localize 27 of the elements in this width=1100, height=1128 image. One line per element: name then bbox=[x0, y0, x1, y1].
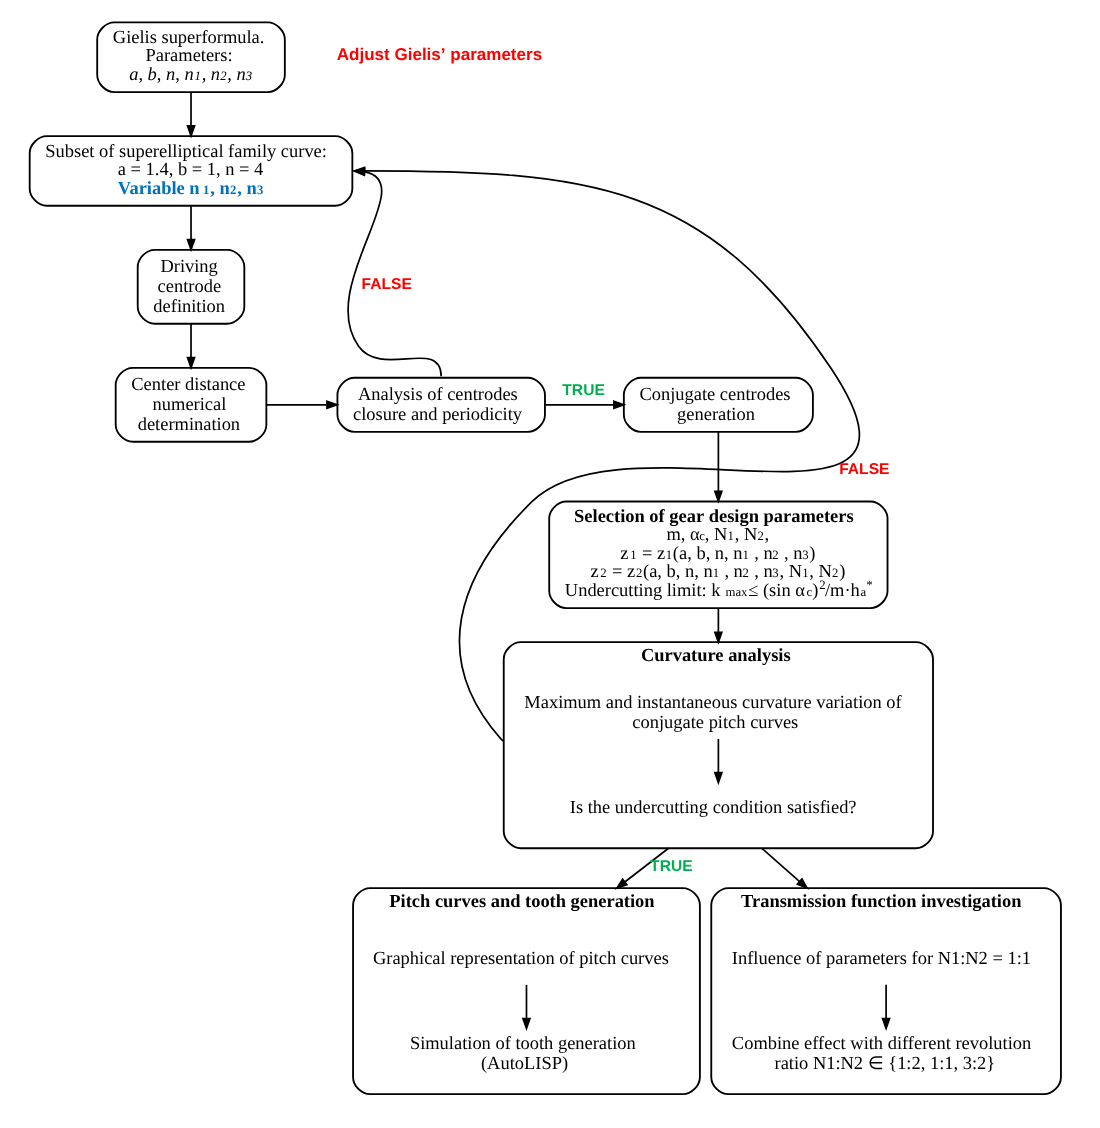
arrow bbox=[712, 607, 723, 645]
arrow bbox=[760, 847, 809, 890]
arrow bbox=[543, 400, 626, 410]
node-text: Simulation of tooth generation (AutoLISP) bbox=[408, 1033, 635, 1074]
node-text: Combine effect with different revolution ratio N1:N2 ∈ {1:2, 1:1, 3:2} bbox=[730, 1033, 1031, 1074]
arrow bbox=[880, 984, 890, 1032]
arrow bbox=[185, 323, 195, 371]
node-text: Is the undercutting condition satisfied? bbox=[568, 797, 856, 818]
arrow bbox=[185, 205, 195, 253]
node-box: Conjugate centrodes generation bbox=[621, 376, 813, 433]
edge-label: FALSE bbox=[360, 275, 411, 294]
arrow bbox=[613, 847, 669, 890]
node-text: Graphical representation of pitch curves bbox=[371, 947, 668, 968]
arrow bbox=[264, 400, 339, 410]
arrow bbox=[712, 738, 723, 786]
arrow bbox=[520, 984, 531, 1032]
edge-label: FALSE bbox=[838, 460, 889, 479]
arrow bbox=[712, 431, 723, 504]
edge-label: TRUE bbox=[561, 380, 604, 399]
edge-label: TRUE bbox=[649, 856, 692, 875]
arrow bbox=[185, 91, 195, 139]
node-box: Analysis of centrodes closure and periodicity bbox=[335, 376, 545, 433]
node-box: Driving centrode definition bbox=[135, 248, 245, 325]
label: Adjust Gielis’ parameters bbox=[335, 44, 542, 65]
node-text: Maximum and instantaneous curvature variation of conjugate pitch curves bbox=[523, 692, 901, 733]
node-text: Influence of parameters for N1:N2 = 1:1 bbox=[730, 947, 1031, 968]
node-box: Center distance numerical determination bbox=[113, 366, 267, 443]
